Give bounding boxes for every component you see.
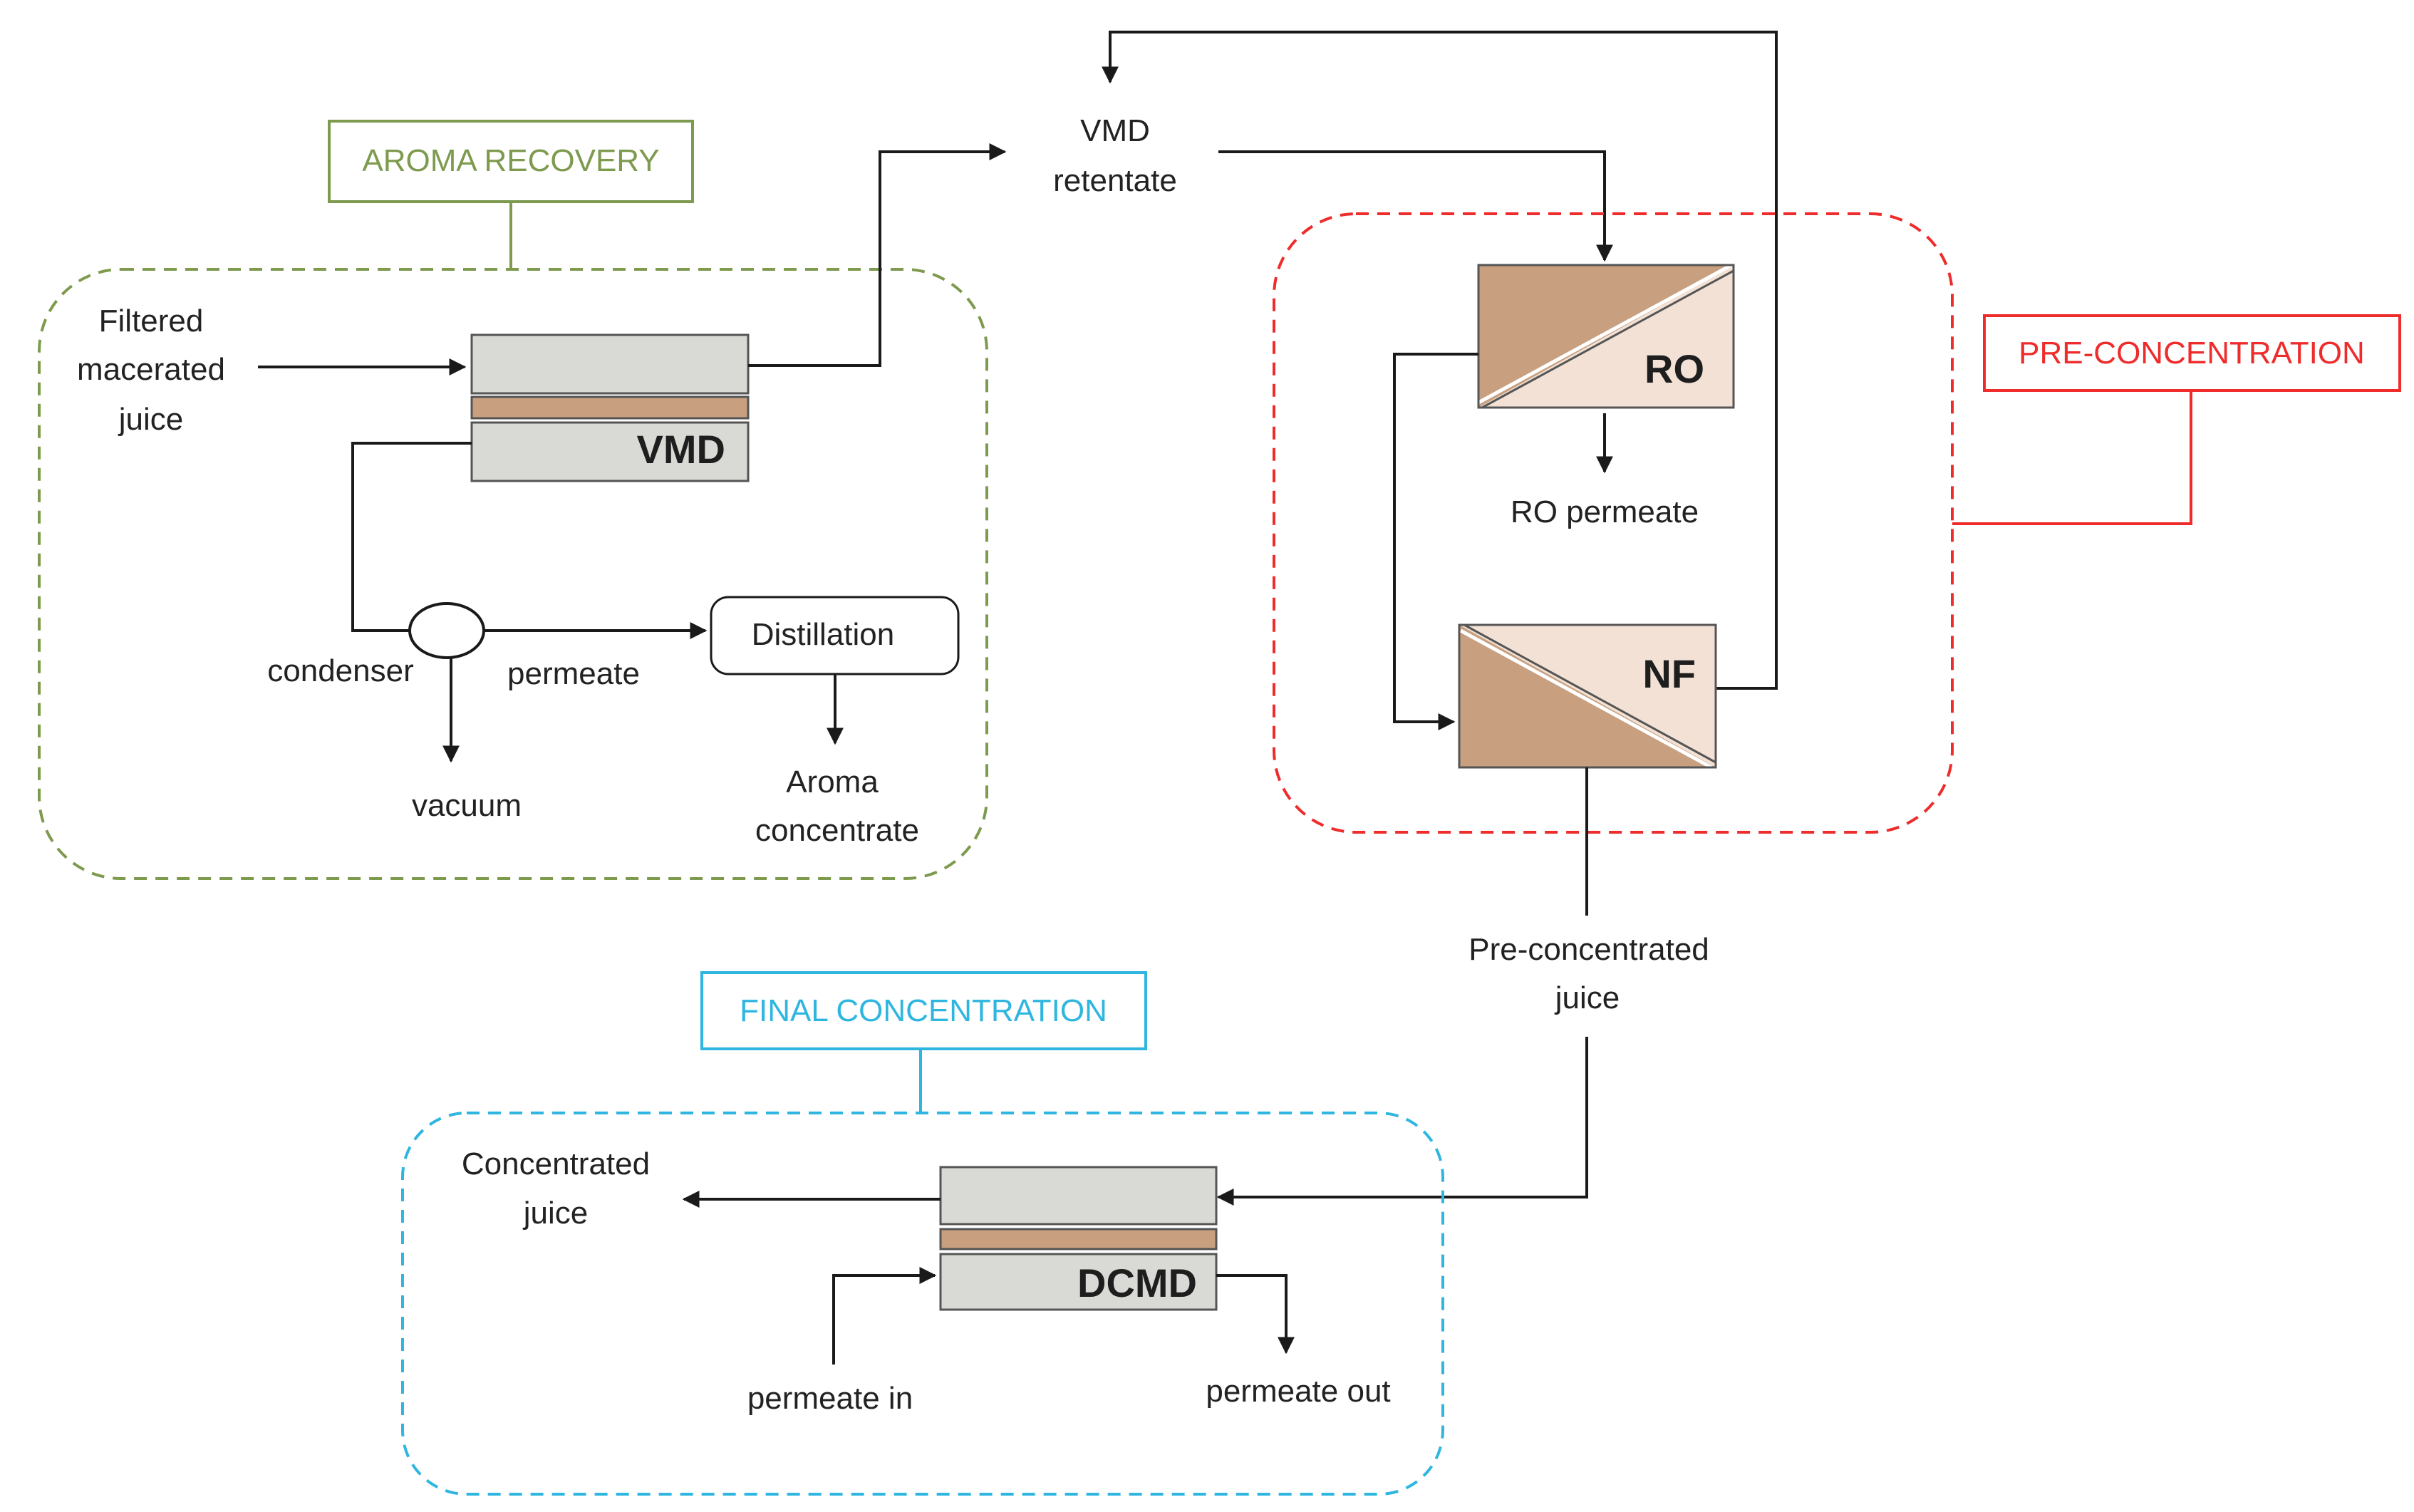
dcmd-unit-label: DCMD [1077,1260,1197,1305]
pre-concentration-connector [1952,390,2192,525]
distillation-label: Distillation [752,617,895,652]
nf-membrane-line2 [1459,628,1713,770]
dcmd-membrane [939,1228,1218,1250]
vmd-retentate-channel [470,333,750,395]
dcmd-feed-channel [939,1166,1218,1226]
permeate-in-flow [832,1267,937,1365]
retentate-to-ro-flow [1218,150,1613,262]
nf-recycle-flow [1102,31,1778,690]
ro-to-nf-flow [1393,353,1478,730]
ro-permeate-label: RO permeate [1511,494,1699,529]
permeate-in-label: permeate in [747,1381,913,1416]
permeate-out-label: permeate out [1206,1374,1390,1409]
aroma-recovery-region [38,268,988,880]
aroma-recovery-label-box [328,120,694,203]
aroma-recovery-label: AROMA RECOVERY [362,143,659,178]
ro-membrane-line1 [1477,263,1733,405]
vmd-membrane [470,395,750,420]
pre-concentrated-to-dcmd-flow [1216,1037,1588,1206]
concentrated-juice-line1: Concentrated [462,1146,650,1181]
final-concentration-label-box [700,971,1147,1050]
dcmd-permeate-channel [939,1253,1218,1311]
ro-unit-label: RO [1644,346,1704,391]
concentrated-juice-line2: juice [522,1196,589,1231]
ro-module: RO [1477,263,1735,409]
final-concentration-label: FINAL CONCENTRATION [740,993,1107,1028]
pre-concentrated-line2: juice [1554,980,1620,1015]
feed-label-line1: Filtered [99,304,204,338]
permeate-label: permeate [507,656,640,691]
condenser-icon [408,602,485,659]
aroma-concentrate-line1: Aroma [786,765,879,799]
ro-retentate-side [1478,265,1734,408]
condenser-label: condenser [267,653,413,688]
vmd-retentate-line2: retentate [1053,163,1177,198]
vmd-permeate-flow [351,442,472,632]
ro-outline [1477,264,1735,409]
aroma-concentrate-line2: concentrate [755,813,919,848]
dcmd-module: DCMD [939,1166,1218,1311]
nf-unit-label: NF [1642,651,1696,696]
feed-label-line2: macerated [77,352,225,387]
final-concentration-region [401,1112,1444,1496]
permeate-out-flow [1216,1274,1295,1355]
pre-concentrated-line1: Pre-concentrated [1468,932,1709,967]
pre-concentration-label-box [1983,314,2401,392]
vmd-unit-label: VMD [637,427,725,472]
pre-concentration-region [1273,212,1954,834]
ro-membrane-line2 [1481,269,1734,409]
feed-label-line3: juice [118,402,184,437]
pre-concentration-label: PRE-CONCENTRATION [2019,336,2365,371]
vmd-module: VMD [470,333,750,482]
vmd-retentate-flow [748,143,1007,367]
nf-retentate-side [1459,625,1716,767]
vmd-permeate-channel [470,421,750,482]
nf-membrane-line1 [1464,623,1716,764]
vacuum-label: vacuum [412,788,522,823]
vmd-retentate-line1: VMD [1080,113,1150,148]
nf-module: NF [1458,623,1717,770]
